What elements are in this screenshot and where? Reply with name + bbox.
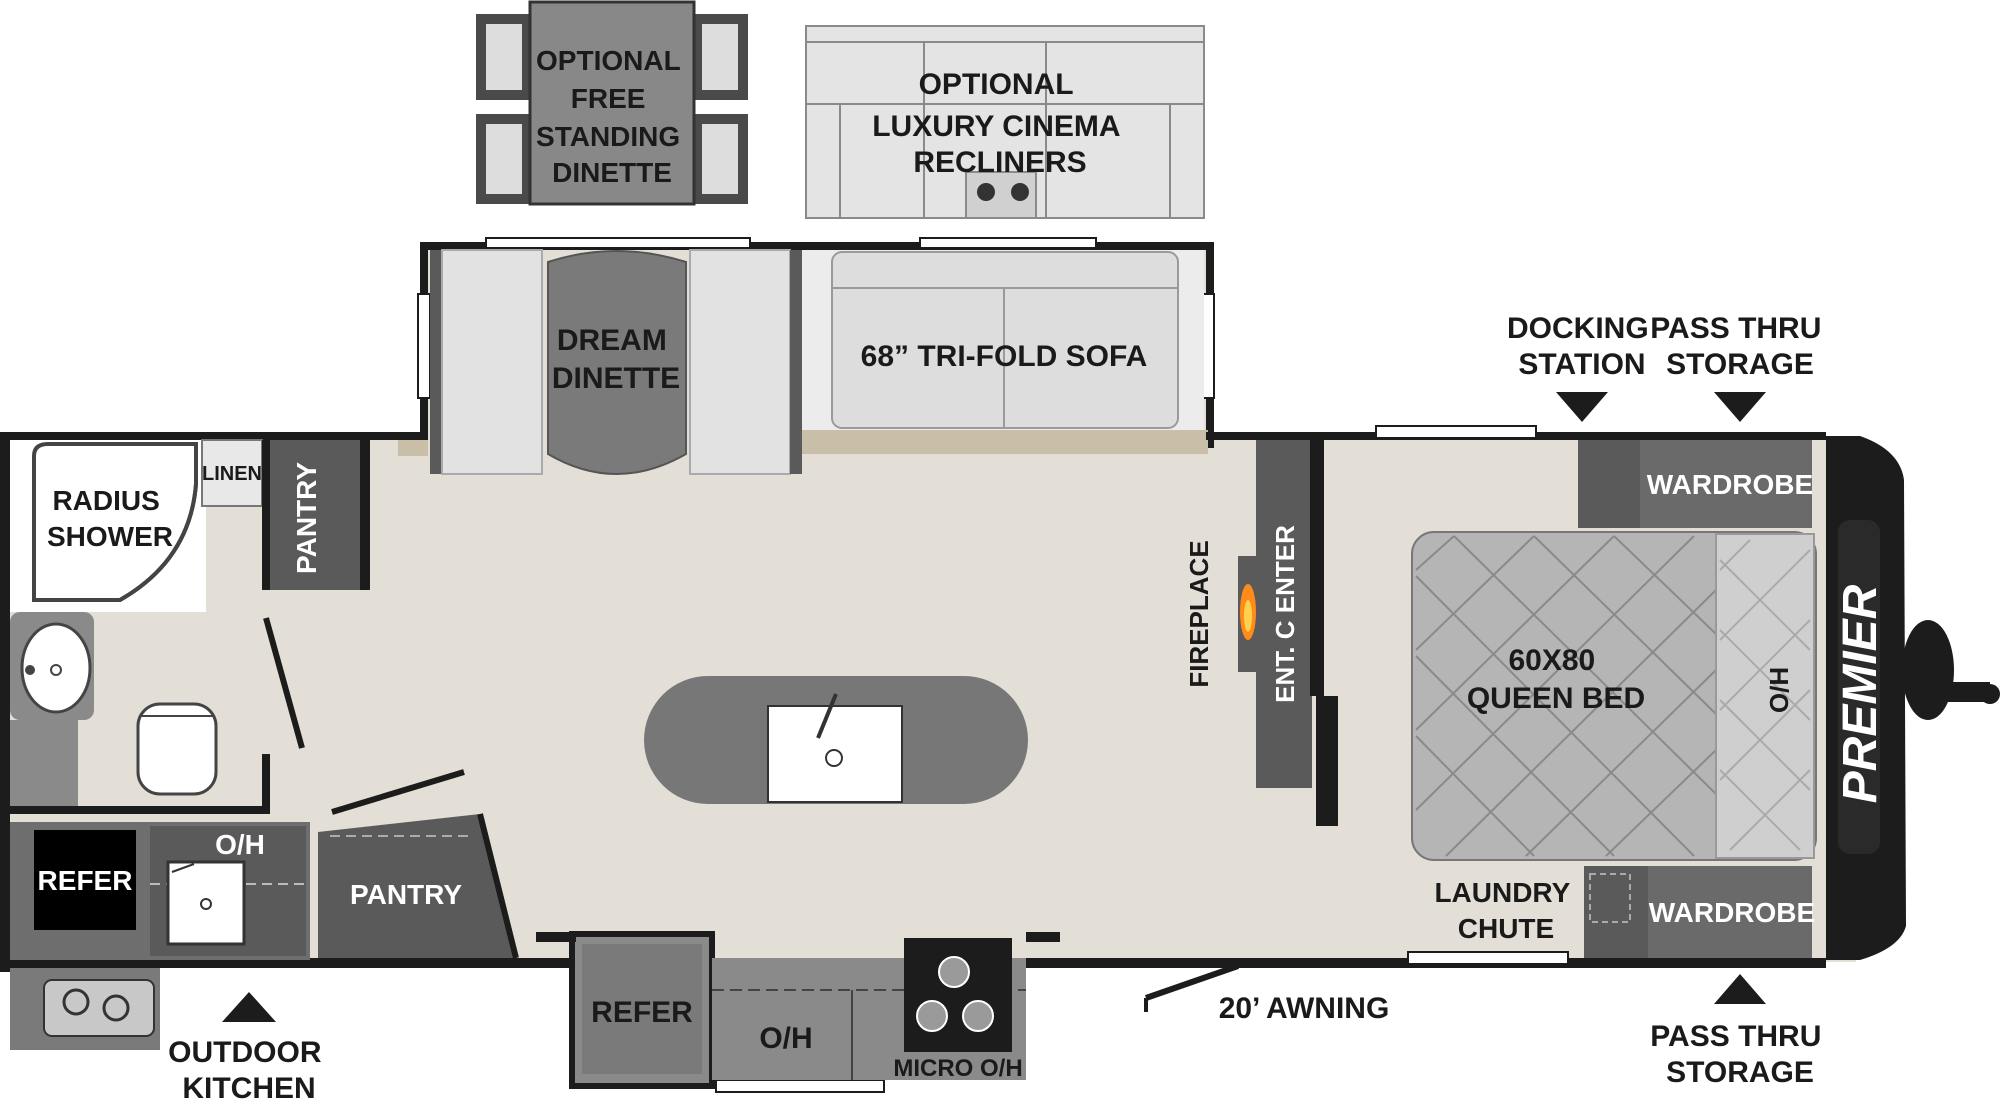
entry-door xyxy=(1144,963,1239,1012)
dream-dinette: DREAM DINETTE xyxy=(430,249,802,475)
pantry-kitchen: PANTRY xyxy=(318,769,519,959)
wardrobe-bottom-label: WARDROBE xyxy=(1649,897,1815,928)
oh-outdoor-label: O/H xyxy=(215,829,265,860)
svg-text:PASS THRU STORAGE: PASS THRU STORAGE xyxy=(1650,312,1829,381)
slide-out xyxy=(398,237,1215,456)
arrow-down-icon xyxy=(1556,392,1608,422)
laundry-chute-label: LAUNDRY CHUTE xyxy=(1434,877,1577,944)
hitch-jack xyxy=(1902,620,2000,720)
window xyxy=(485,237,751,249)
linen-label: LINEN xyxy=(202,463,262,485)
window xyxy=(919,237,1097,249)
sofa-label: 68” TRI-FOLD SOFA xyxy=(861,340,1148,373)
optional-dinette: OPTIONAL FREE STANDING DINETTE xyxy=(476,0,748,206)
window xyxy=(1375,425,1537,439)
kitchen-island xyxy=(644,676,1028,804)
arrow-down-icon xyxy=(1714,392,1766,422)
window xyxy=(1407,951,1569,965)
bedroom: WARDROBE WARDROBE LAUNDRY CHUTE xyxy=(1411,440,1817,958)
outdoor-kitchen-cabinets: REFER O/H xyxy=(10,822,310,1050)
kitchen-counter: REFER O/H MICRO O/H xyxy=(536,931,1060,1089)
callout-pass-thru-top: PASS THRU STORAGE xyxy=(1650,312,1829,422)
optional-recliners: OPTIONAL LUXURY CINEMA RECLINERS xyxy=(805,25,1205,219)
pantry-bath: PANTRY xyxy=(270,440,370,590)
window xyxy=(715,1079,885,1093)
toilet xyxy=(136,702,218,796)
arrow-up-icon xyxy=(1714,974,1766,1004)
pantry-bath-label: PANTRY xyxy=(291,462,322,574)
awning-label: 20’ AWNING xyxy=(1219,992,1390,1025)
callout-pass-thru-bottom: PASS THRU STORAGE xyxy=(1650,974,1829,1089)
queen-bed-label: 60X80 QUEEN BED xyxy=(1467,644,1645,715)
micro-oh-label: MICRO O/H xyxy=(893,1055,1022,1082)
front-cap: PREMIER xyxy=(1826,436,2000,960)
ent-center-label: ENT. C ENTER xyxy=(1270,525,1300,703)
pantry-kitchen-label: PANTRY xyxy=(350,879,462,910)
refer-outdoor-label: REFER xyxy=(38,865,133,896)
svg-text:OUTDOOR KITCHEN: OUTDOOR KITCHEN xyxy=(168,1036,330,1102)
optional-recliners-label: OPTIONAL LUXURY CINEMA RECLINERS xyxy=(872,68,1128,179)
optional-dinette-label: OPTIONAL FREE STANDING DINETTE xyxy=(536,45,688,188)
refer-kitchen-label: REFER xyxy=(591,996,693,1029)
premier-logo: PREMIER xyxy=(1834,584,1887,803)
wardrobe-top-label: WARDROBE xyxy=(1647,469,1813,500)
bathroom: RADIUS SHOWER LINEN xyxy=(10,439,305,814)
window xyxy=(417,293,431,399)
callout-outdoor-kitchen: OUTDOOR KITCHEN xyxy=(168,992,330,1102)
svg-text:DOCKING STATION: DOCKING STATION xyxy=(1507,312,1657,381)
fireplace-label: FIREPLACE xyxy=(1184,540,1214,687)
entertainment-center: FIREPLACE ENT. C ENTER xyxy=(1184,440,1338,826)
callout-docking-station: DOCKING STATION xyxy=(1507,312,1657,422)
arrow-up-icon xyxy=(222,992,276,1022)
oh-kitchen-label: O/H xyxy=(759,1022,812,1055)
radius-shower-label: RADIUS SHOWER xyxy=(47,485,173,552)
svg-text:PASS THRU STORAGE: PASS THRU STORAGE xyxy=(1650,1020,1829,1089)
dream-dinette-label: DREAM DINETTE xyxy=(552,324,680,395)
ho-label: H/O xyxy=(1764,667,1794,713)
tri-fold-sofa: 68” TRI-FOLD SOFA xyxy=(802,250,1204,430)
